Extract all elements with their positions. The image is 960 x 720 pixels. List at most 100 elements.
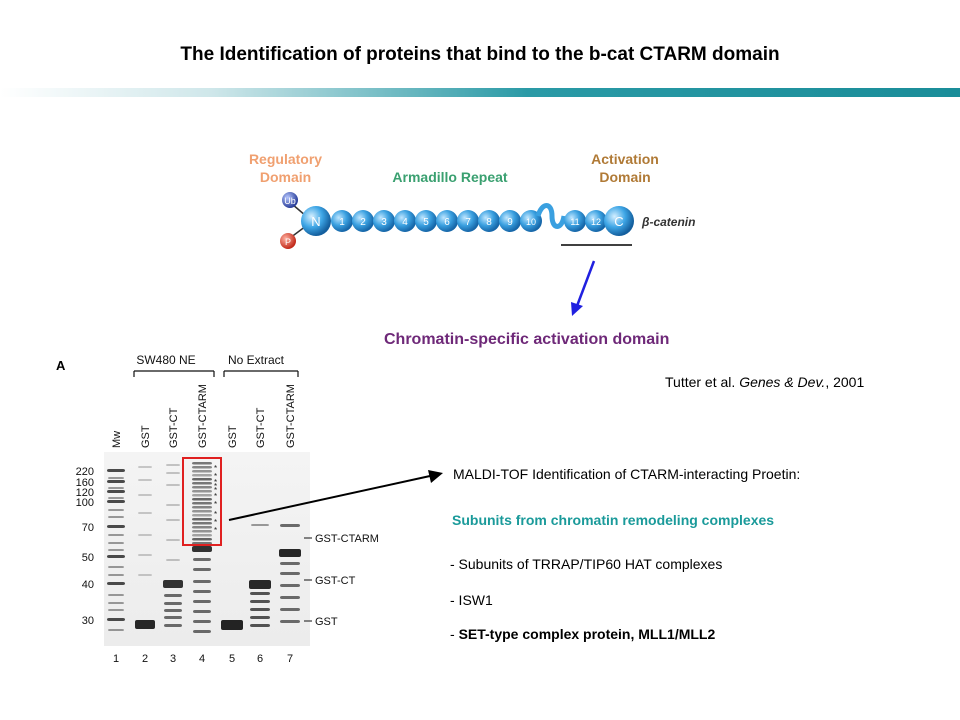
gel-band [138,512,152,514]
gel-band [107,555,125,558]
lane-number: 5 [229,653,235,665]
gel-band [192,538,212,541]
gel-band [193,630,211,633]
lane-number: 4 [199,653,205,665]
band-label: GST-CTARM [315,533,379,545]
gel-band [108,602,124,604]
gel-bands: ********** [107,462,301,633]
mw-marker-label: 160 [76,477,94,489]
activation-bead-label: 11 [570,217,579,227]
gel-band [192,542,212,545]
lane-header: GST-CTARM [197,384,209,448]
gel-band [164,594,182,597]
gel-band [250,616,270,619]
mw-marker-label: 220 [76,466,94,478]
gel-band [138,494,152,496]
lane-number: 1 [113,653,119,665]
gel-band [135,620,155,629]
lane-header: GST-CTARM [285,384,297,448]
slide-title: The Identification of proteins that bind… [180,44,780,65]
gel-band [108,594,124,596]
asterisk-mark: * [214,464,217,473]
gel-band [166,559,180,561]
gel-band [193,580,211,583]
gel-band [164,624,182,627]
gel-band [192,470,212,473]
citation: Tutter et al. Genes & Dev., 2001 [665,374,864,390]
result-item-3: - SET-type complex protein, MLL1/MLL2 [450,626,715,642]
gel-band [108,574,124,576]
gel-band [221,620,243,630]
subunits-heading: Subunits from chromatin remodeling compl… [452,512,775,528]
asterisk-mark: * [214,482,217,491]
black-arrow [228,470,443,521]
lane-header: GST-CT [255,407,267,448]
gel-band [192,534,212,537]
title-divider [0,88,960,97]
gel-band [164,609,182,612]
gel-band [192,498,212,501]
gel-band [280,572,300,575]
asterisk-mark: * [214,526,217,535]
gel-band [138,574,152,576]
result-item-2: - ISW1 [450,592,493,608]
gel-band [138,479,152,481]
gel-band [192,522,212,525]
gel-band [250,624,270,627]
mw-marker-label: 120 [76,487,94,499]
repeat-bead-label: 3 [381,217,387,228]
activation-domain-label: Activation Domain [591,151,659,185]
lane-number: 6 [257,653,263,665]
linker-region [535,203,567,229]
gel-band [108,566,124,568]
gel-band [166,464,180,466]
gel-band [193,590,211,593]
mw-marker-label: 40 [82,579,94,591]
citation-authors: Tutter et al. [665,374,736,390]
gel-band [192,490,212,493]
blue-arrow [571,260,596,316]
gel-band [108,542,124,544]
ub-text: Ub [284,196,296,206]
gel-band [107,582,125,585]
gel-band [192,530,212,533]
gel-band [107,469,125,472]
gel-band [192,518,212,521]
activation-repeat-beads: 11 12 [564,210,607,232]
gel-band [164,616,182,619]
gel-band [107,490,125,493]
gel-band [107,500,125,503]
asterisk-mark: * [214,472,217,481]
repeat-bead-9 [499,210,521,232]
gel-band [250,608,270,611]
gel-band [193,600,211,603]
gel-band [192,546,212,552]
regulatory-domain-label: Regulatory Domain [248,151,323,185]
gel-band [192,478,212,481]
gel-band [107,618,125,621]
highlight-box [182,457,222,546]
repeat-bead-3 [373,210,395,232]
gel-band [192,466,212,469]
phosphate-bead [280,233,296,249]
panel-label: A [56,358,66,373]
activation-bead-11 [564,210,586,232]
gel-band [192,494,212,497]
lane-number: 7 [287,653,293,665]
activation-bead-label: 12 [591,217,601,227]
result-item-1: - Subunits of TRRAP/TIP60 HAT complexes [450,556,723,572]
band-label: GST-CT [315,575,356,587]
gel-band [138,466,152,468]
gel-band [192,514,212,517]
repeat-bead-label: 8 [486,217,492,228]
gel-band [166,539,180,541]
gel-band [280,584,300,587]
gel-band [107,525,125,528]
lane-header: GST [227,425,239,448]
repeat-bead-label: 1 [339,217,345,228]
repeat-bead-1 [331,210,353,232]
gel-band [107,480,125,483]
gel-band [108,477,124,479]
gel-band [166,504,180,506]
